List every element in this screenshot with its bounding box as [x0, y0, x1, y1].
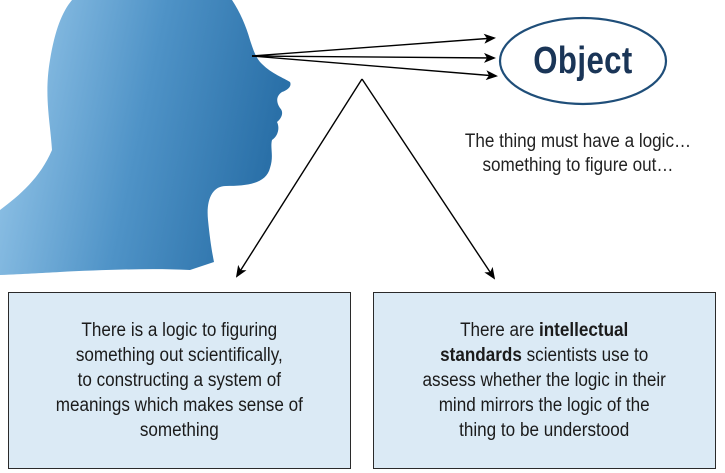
- box-text-fragment: scientists use to: [522, 345, 649, 366]
- box-text-fragment: There are: [460, 320, 540, 341]
- box-text-line: mind mirrors the logic of the: [439, 395, 650, 416]
- branch-arrow-right: [361, 78, 496, 280]
- logic-note-line: The thing must have a logic…: [464, 131, 692, 152]
- branch-arrow-left: [235, 78, 363, 278]
- bold-term: intellectual: [539, 320, 629, 341]
- box-text-line: meanings which makes sense of: [55, 395, 304, 416]
- object-label: Object: [533, 39, 633, 82]
- gaze-arrow-top: [251, 33, 496, 57]
- gaze-arrow-bottom: [251, 55, 498, 81]
- box-text-line: assess whether the logic in their: [422, 370, 667, 391]
- head-silhouette: [0, 0, 291, 275]
- object-ellipse: [498, 16, 668, 106]
- gaze-arrow-middle: [251, 52, 496, 63]
- scientific-logic-box: There is a logic to figuring something o…: [8, 292, 351, 469]
- bold-term: standards: [440, 345, 523, 366]
- logic-note: The thing must have a logic… something t…: [438, 130, 718, 178]
- logic-note-line: something to figure out…: [482, 155, 674, 176]
- box-text-line: thing to be understood: [459, 420, 630, 441]
- box-text-line: to constructing a system of: [77, 370, 282, 391]
- box-text-line: There is a logic to figuring: [81, 320, 278, 341]
- box-text-line: something: [140, 420, 219, 441]
- intellectual-standards-box: There are intellectual standards scienti…: [373, 292, 716, 469]
- box-text-line: something out scientifically,: [76, 345, 283, 366]
